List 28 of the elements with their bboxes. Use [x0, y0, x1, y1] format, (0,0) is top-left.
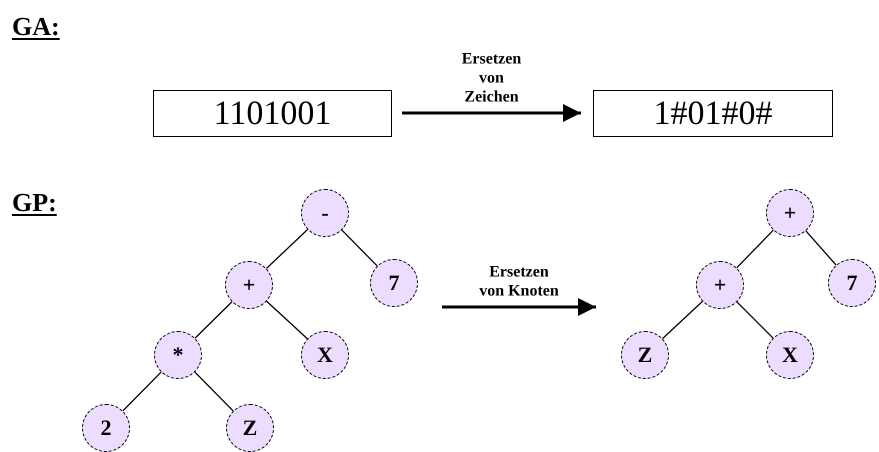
- tree-node-circle: -: [301, 189, 349, 237]
- tree-node-circle: +: [766, 189, 814, 237]
- section-heading: GP:: [12, 188, 57, 218]
- tree-node-circle: 7: [370, 259, 418, 307]
- tree-branch-line: [266, 229, 308, 269]
- tree-branch-line: [736, 230, 774, 268]
- tree-node-circle: X: [766, 331, 814, 379]
- tree-branch-line: [194, 301, 232, 339]
- bit-string-box: 1#01#0#: [593, 90, 833, 137]
- arrow: [402, 104, 581, 122]
- tree-branch-line: [662, 300, 703, 340]
- tree-node-circle: +: [696, 261, 744, 309]
- bit-string-box: 1101001: [153, 90, 392, 137]
- tree-branch-line: [805, 230, 837, 266]
- section-heading: GA:: [12, 12, 60, 42]
- tree-branch-line: [736, 302, 774, 338]
- tree-node-circle: Z: [621, 331, 669, 379]
- tree-branch-line: [341, 230, 378, 266]
- tree-branch-line: [194, 372, 234, 412]
- tree-node-circle: X: [301, 331, 349, 379]
- tree-branch-line: [266, 300, 308, 340]
- tree-node-circle: *: [154, 331, 202, 379]
- tree-node-circle: 7: [828, 259, 876, 307]
- tree-node-circle: Z: [226, 404, 274, 452]
- tree-branch-line: [122, 372, 162, 412]
- arrow: [442, 298, 596, 316]
- tree-node-circle: +: [225, 261, 273, 309]
- tree-node-circle: 2: [82, 404, 130, 452]
